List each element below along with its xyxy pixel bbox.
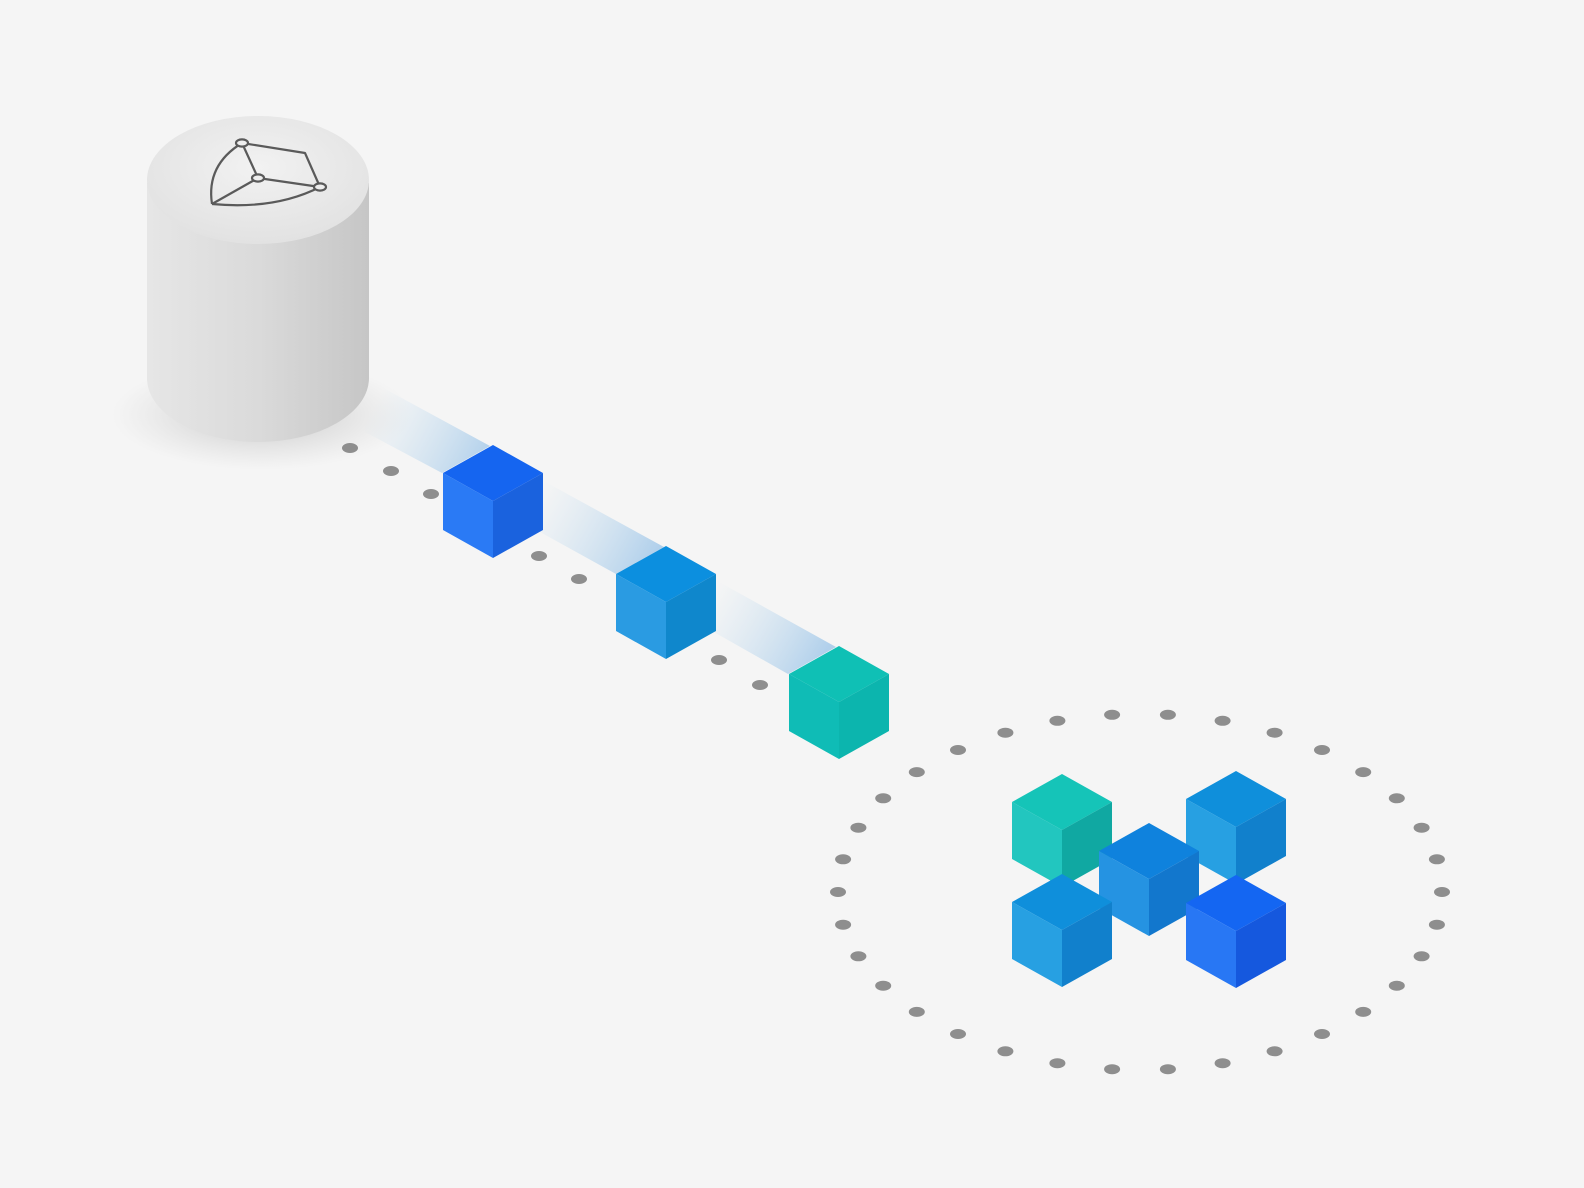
ring-dot [950, 745, 966, 755]
ring-dot [1355, 767, 1372, 778]
cluster-cube-bottom-right-right-face [1236, 903, 1286, 988]
ring-dot [950, 1029, 966, 1039]
ring-dot [1266, 727, 1283, 738]
database-cylinder [112, 116, 412, 470]
data-beam-group [365, 378, 836, 674]
ring-dot [1355, 1006, 1372, 1017]
ring-dot [908, 767, 925, 778]
ring-dot [1214, 715, 1231, 726]
cluster-cube-top-left [1012, 774, 1112, 887]
cluster-cube-top-right-right-face [1236, 799, 1286, 884]
stream-dot [342, 443, 358, 453]
stream-cube-2 [616, 546, 716, 659]
stream-dot [752, 680, 768, 690]
ring-dot [1104, 1064, 1121, 1075]
ring-dot [830, 887, 846, 897]
graph-network-icon [210, 138, 328, 207]
cluster-cube-bottom-left [1012, 874, 1112, 987]
stream-cube-1 [443, 445, 543, 558]
ring-dot [835, 854, 852, 865]
cluster-cube-bottom-right [1186, 875, 1286, 988]
stream-dot [711, 655, 727, 665]
stream-cube-1-right-face [493, 473, 543, 558]
cluster-cube-center [1099, 823, 1199, 936]
cluster-cube-top-right [1186, 771, 1286, 884]
stream-dot [531, 551, 547, 561]
ring-dot [1413, 822, 1430, 833]
stream-cube-2-right-face [666, 574, 716, 659]
ring-dot [850, 822, 867, 833]
ring-dot [1413, 951, 1430, 962]
ring-dot [875, 980, 892, 991]
ring-dot [997, 727, 1014, 738]
database-body [147, 183, 369, 442]
cluster-cube-bottom-left-right-face [1062, 902, 1112, 987]
ring-dot [835, 919, 852, 930]
stream-cube-3-left-face [789, 674, 839, 759]
ring-dot [1388, 980, 1405, 991]
ring-dot [908, 1006, 925, 1017]
stream-dotted-path [342, 443, 768, 690]
stream-cube-1-left-face [443, 473, 493, 558]
cube-cluster [1012, 771, 1286, 988]
ring-dot [1214, 1058, 1231, 1069]
stream-dot [571, 574, 587, 584]
stream-dot [423, 489, 439, 499]
data-beam-2 [540, 479, 664, 574]
ring-dot [1049, 715, 1066, 726]
ring-dot [1428, 854, 1445, 865]
cluster-cube-bottom-right-left-face [1186, 903, 1236, 988]
stream-dot [383, 466, 399, 476]
ring-dot [850, 951, 867, 962]
cluster-dotted-ring [830, 709, 1450, 1075]
ring-dot [1159, 1064, 1176, 1075]
ring-dot [1266, 1046, 1283, 1057]
cluster-cube-bottom-left-left-face [1012, 902, 1062, 987]
ring-dot [1314, 1029, 1330, 1039]
stream-cube-3-right-face [839, 674, 889, 759]
stream-cube-2-left-face [616, 574, 666, 659]
ring-dot [1104, 709, 1121, 720]
ring-dot [1388, 793, 1405, 804]
ring-dot [1434, 887, 1450, 897]
stream-cube-3 [789, 646, 889, 759]
ring-dot [1049, 1058, 1066, 1069]
ring-dot [1159, 709, 1176, 720]
ring-dot [1314, 745, 1330, 755]
ring-dot [1428, 919, 1445, 930]
ring-dot [875, 793, 892, 804]
data-beam-3 [712, 578, 836, 674]
ring-dot [997, 1046, 1014, 1057]
cluster-cube-top-left-left-face [1012, 802, 1062, 887]
stream-cubes [443, 445, 889, 759]
